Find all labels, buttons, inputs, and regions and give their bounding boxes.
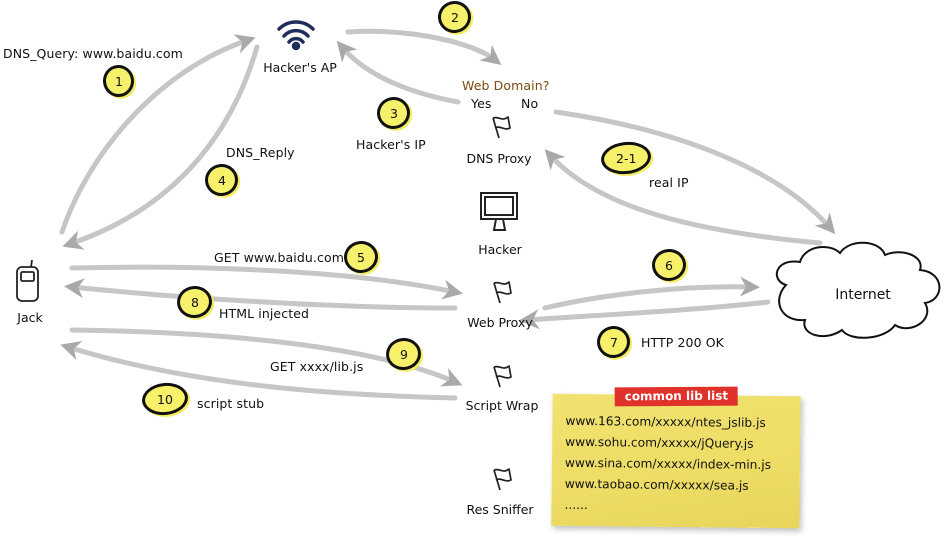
wifi-icon <box>277 20 315 51</box>
node-jack-label: Jack <box>17 310 43 325</box>
note-item: www.sina.com/xxxxx/index-min.js <box>564 455 772 472</box>
decision-no: No <box>521 96 539 111</box>
step-8-label: HTML injected <box>219 306 310 321</box>
step-7-label: HTTP 200 OK <box>641 335 724 350</box>
node-internet-label: Internet <box>835 287 891 303</box>
node-hacker-label: Hacker <box>478 242 522 257</box>
node-dns-proxy-label: DNS Proxy <box>466 151 532 166</box>
step-10-label: script stub <box>197 396 265 411</box>
decision-question: Web Domain? <box>462 78 550 93</box>
node-web-proxy-label: Web Proxy <box>467 315 533 330</box>
note-item: www.sohu.com/xxxxx/jQuery.js <box>565 434 754 451</box>
arrow-dns-to-internet <box>553 109 836 235</box>
arrow-2-to-dns-proxy <box>345 28 502 65</box>
note-item: ...... <box>564 497 588 513</box>
decision-yes: Yes <box>471 96 492 111</box>
node-script-wrap-label: Script Wrap <box>465 398 539 413</box>
node-res-sniffer-label: Res Sniffer <box>466 502 534 517</box>
step-9-label: GET xxxx/lib.js <box>270 359 364 374</box>
arrow-3-hackers-ip <box>336 40 461 105</box>
arrow-8-html-injected <box>64 278 458 311</box>
common-lib-note: common lib list www.163.com/xxxxx/ntes_j… <box>551 386 801 529</box>
monitor-icon <box>480 192 518 231</box>
flag-icon-script-wrap <box>493 365 512 388</box>
arrow-1-dns-query <box>59 34 256 235</box>
cloud-icon <box>775 241 941 339</box>
step-3-label: Hacker's IP <box>356 137 426 152</box>
step-2-1-label: real IP <box>649 175 689 190</box>
arrow-4-dns-reply <box>62 44 260 250</box>
note-item: www.taobao.com/xxxxx/sea.js <box>564 476 749 493</box>
note-title: common lib list <box>614 386 739 407</box>
arrow-7-http-200 <box>519 299 771 330</box>
flag-icon-web-proxy <box>493 281 512 304</box>
arrow-9-get-lib <box>69 327 463 387</box>
step-5-label: GET www.baidu.com <box>214 250 344 265</box>
flag-icon-res-sniffer <box>493 468 512 491</box>
arrow-6-to-internet <box>542 276 760 311</box>
arrow-5-get <box>69 264 463 300</box>
flag-icon-dns-proxy <box>492 116 511 139</box>
arrow-2-1-real-ip <box>544 149 823 246</box>
arrow-10-script-stub <box>60 341 458 401</box>
phone-icon <box>16 259 39 302</box>
note-item: www.163.com/xxxxx/ntes_jslib.js <box>565 413 766 430</box>
step-1-label: DNS_Query: www.baidu.com <box>3 46 183 61</box>
node-hackers-ap-label: Hacker's AP <box>263 60 337 75</box>
step-4-label: DNS_Reply <box>226 145 295 160</box>
note-list: www.163.com/xxxxx/ntes_jslib.js www.sohu… <box>564 411 771 518</box>
